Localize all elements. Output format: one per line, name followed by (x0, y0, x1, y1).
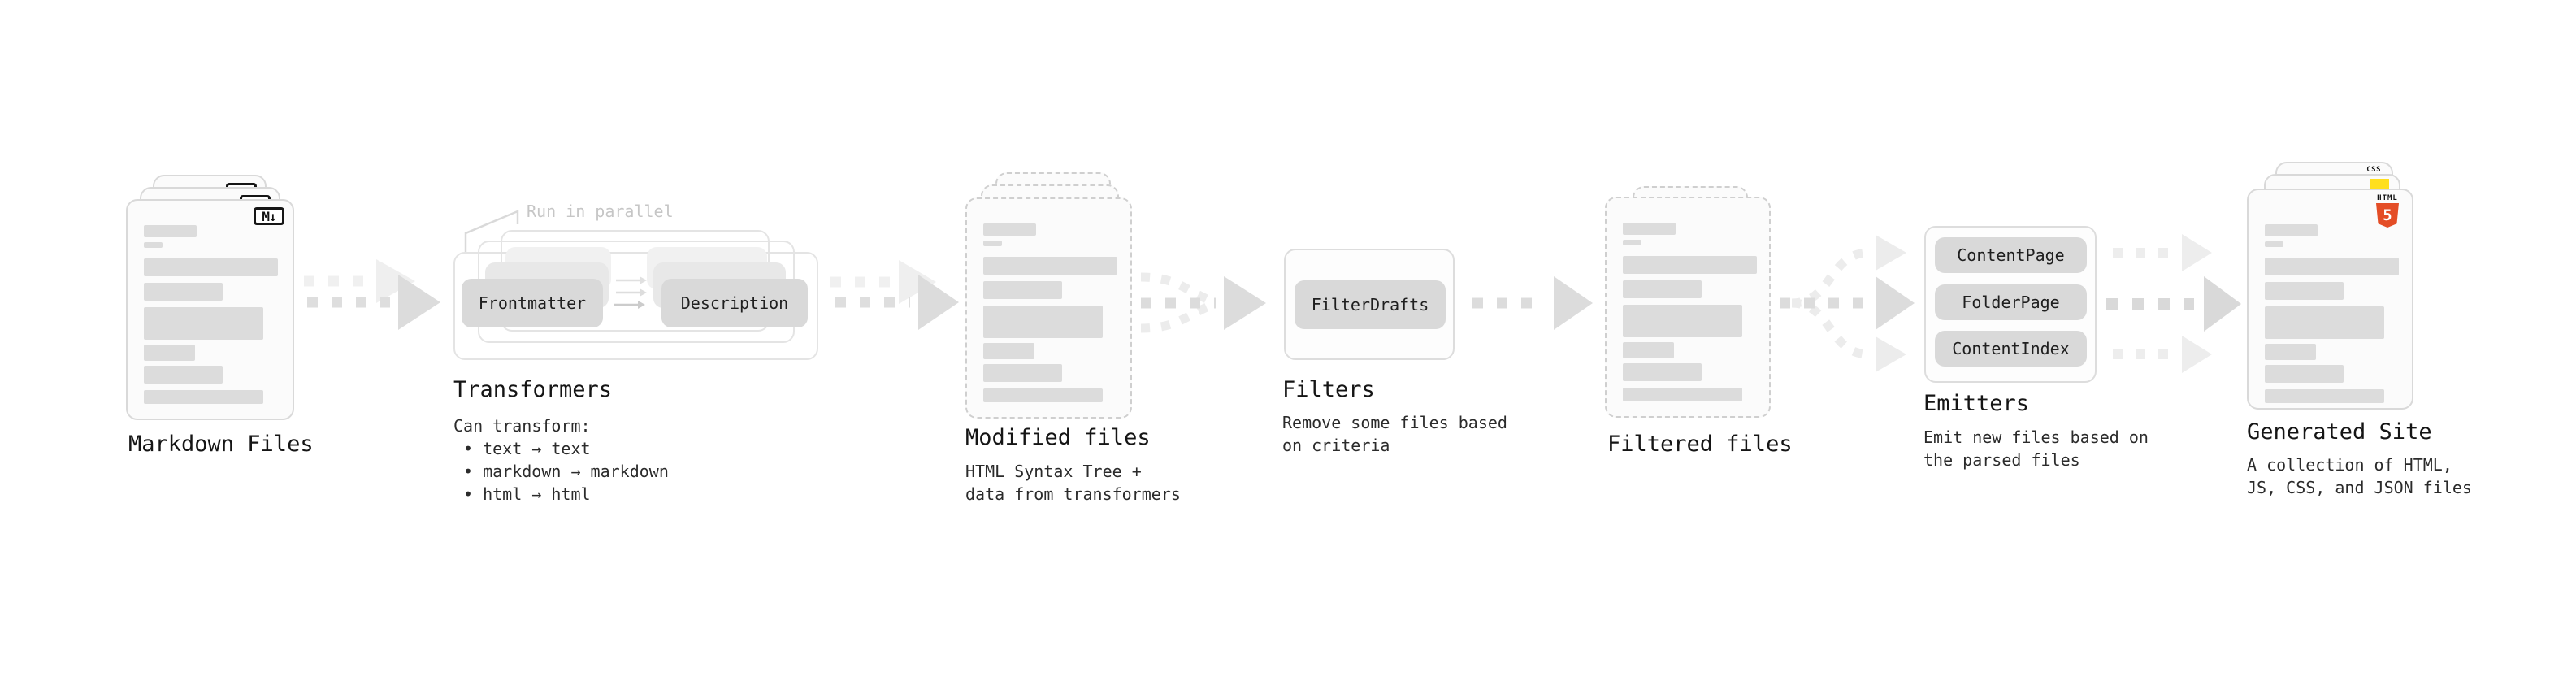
text-bar (144, 390, 263, 404)
text-bar (2265, 282, 2344, 300)
emitter-pill-contentindex: ContentIndex (1935, 331, 2087, 367)
caption-line: the parsed files (1923, 450, 2080, 470)
text-bar (983, 257, 1117, 275)
filters-caption: Remove some files based on criteria (1282, 411, 1507, 457)
text-bar (2265, 258, 2399, 275)
text-bar (983, 364, 1062, 382)
modified-file-card-front (965, 197, 1132, 419)
arrow-modified-to-filters (1140, 272, 1266, 333)
arrows-emitters-to-generated (2106, 234, 2241, 373)
caption-line: Can transform: (453, 416, 591, 436)
text-bar (144, 307, 263, 340)
text-bar (1623, 256, 1757, 274)
stage-title-transformers: Transformers (453, 377, 613, 402)
caption-line: • html → html (463, 484, 591, 504)
html5-label: HTML (2377, 194, 2398, 202)
stage-title-emitters: Emitters (1923, 391, 2030, 416)
doc-text-placeholder (1623, 223, 1757, 401)
text-bar (983, 223, 1036, 236)
text-bar (2265, 224, 2318, 236)
text-bar (1623, 388, 1742, 401)
transformer-run-box-front (453, 252, 818, 360)
arrow-transformers-to-modified (830, 260, 959, 330)
text-bar (1623, 342, 1674, 358)
caption-line: data from transformers (965, 484, 1181, 504)
emitter-pill-folderpage: FolderPage (1935, 284, 2087, 320)
text-bar (1623, 305, 1742, 337)
caption-line: Remove some files based (1282, 413, 1507, 432)
caption-line: A collection of HTML, (2247, 455, 2452, 475)
generated-site-caption: A collection of HTML, JS, CSS, and JSON … (2247, 453, 2472, 499)
text-bar (2265, 241, 2283, 247)
doc-text-placeholder (144, 225, 278, 404)
text-bar (144, 242, 163, 248)
run-in-parallel-leader-line (464, 210, 519, 254)
caption-line: on criteria (1282, 436, 1390, 455)
modified-files-caption: HTML Syntax Tree + data from transformer… (965, 460, 1181, 505)
transformer-pill-description: Description (661, 279, 808, 327)
caption-line: • text → text (463, 439, 591, 458)
markdown-icon: M↓ (254, 207, 284, 225)
javascript-icon (2370, 179, 2389, 191)
emitters-caption: Emit new files based on the parsed files (1923, 426, 2149, 471)
emitter-pill-contentpage: ContentPage (1935, 237, 2087, 273)
stage-title-modified-files: Modified files (965, 425, 1151, 450)
text-bar (2265, 344, 2316, 360)
text-bar (983, 388, 1103, 402)
generated-file-card-front: HTML 5 (2247, 189, 2413, 410)
filtered-file-card-front (1605, 197, 1771, 418)
arrow-filters-to-filtered (1472, 276, 1593, 330)
transformers-caption: Can transform: • text → text • markdown … (453, 414, 669, 505)
text-bar (1623, 223, 1676, 235)
caption-line: JS, CSS, and JSON files (2247, 478, 2472, 497)
text-bar (1623, 240, 1641, 245)
stage-title-filtered-files: Filtered files (1607, 432, 1793, 457)
stage-title-filters: Filters (1282, 377, 1375, 402)
parallel-arrows (614, 276, 647, 309)
text-bar (1623, 363, 1702, 381)
text-bar (2265, 306, 2384, 339)
stage-title-generated-site: Generated Site (2247, 419, 2432, 445)
html5-icon: HTML 5 (2371, 194, 2404, 228)
caption-line: Emit new files based on (1923, 427, 2149, 447)
html5-number: 5 (2383, 206, 2392, 224)
transformer-pill-frontmatter: Frontmatter (462, 279, 603, 327)
run-in-parallel-annotation: Run in parallel (527, 202, 674, 221)
text-bar (983, 343, 1034, 359)
text-bar (2265, 365, 2344, 383)
text-bar (983, 281, 1062, 299)
text-bar (144, 366, 223, 384)
caption-line: • markdown → markdown (463, 462, 669, 481)
text-bar (144, 283, 223, 301)
stage-title-markdown-files: Markdown Files (128, 432, 314, 457)
arrow-markdown-to-transformers (304, 259, 440, 330)
filter-pill-filterdrafts: FilterDrafts (1295, 280, 1446, 329)
doc-text-placeholder (2265, 224, 2399, 403)
text-bar (1623, 280, 1702, 298)
text-bar (983, 306, 1103, 338)
text-bar (2265, 389, 2384, 403)
text-bar (144, 345, 195, 361)
text-bar (144, 225, 197, 237)
text-bar (983, 241, 1002, 246)
caption-line: HTML Syntax Tree + (965, 462, 1142, 481)
arrow-filtered-to-emitters (1780, 235, 1915, 372)
markdown-file-card-front: M↓ (126, 199, 294, 420)
doc-text-placeholder (983, 223, 1117, 402)
html5-shield: 5 (2376, 203, 2399, 228)
text-bar (144, 258, 278, 276)
